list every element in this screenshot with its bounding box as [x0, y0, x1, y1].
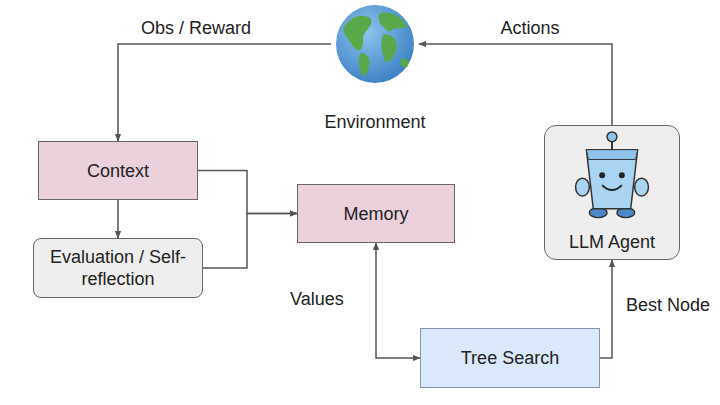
evaluation-box: Evaluation / Self-reflection: [33, 238, 203, 298]
node-label: Evaluation / Self-reflection: [43, 246, 193, 290]
edge-label: Values: [288, 288, 346, 310]
connector-arrow: [600, 260, 612, 358]
memory-box: Memory: [297, 184, 455, 243]
connector-arrow: [117, 200, 119, 238]
edge-label: Obs / Reward: [139, 17, 253, 39]
edge-label: Actions: [498, 17, 561, 39]
node-label: Environment: [324, 111, 425, 133]
connector-arrow: [118, 44, 331, 141]
context-box: Context: [38, 141, 198, 200]
node-label: LLM Agent: [569, 231, 655, 253]
node-label: Context: [87, 160, 149, 182]
connector-arrow: [419, 44, 612, 125]
globe-illustration: [331, 3, 419, 85]
environment-globe: Environment: [331, 3, 419, 85]
connector-arrow: [203, 214, 297, 269]
connector-arrow: [376, 243, 420, 358]
edge-label: Best Node: [624, 294, 712, 316]
node-label: Tree Search: [461, 347, 559, 369]
tree-search-box: Tree Search: [420, 328, 600, 388]
node-label: Memory: [343, 203, 408, 225]
connector-arrow: [198, 171, 297, 214]
agent-box: LLM Agent: [544, 125, 680, 260]
